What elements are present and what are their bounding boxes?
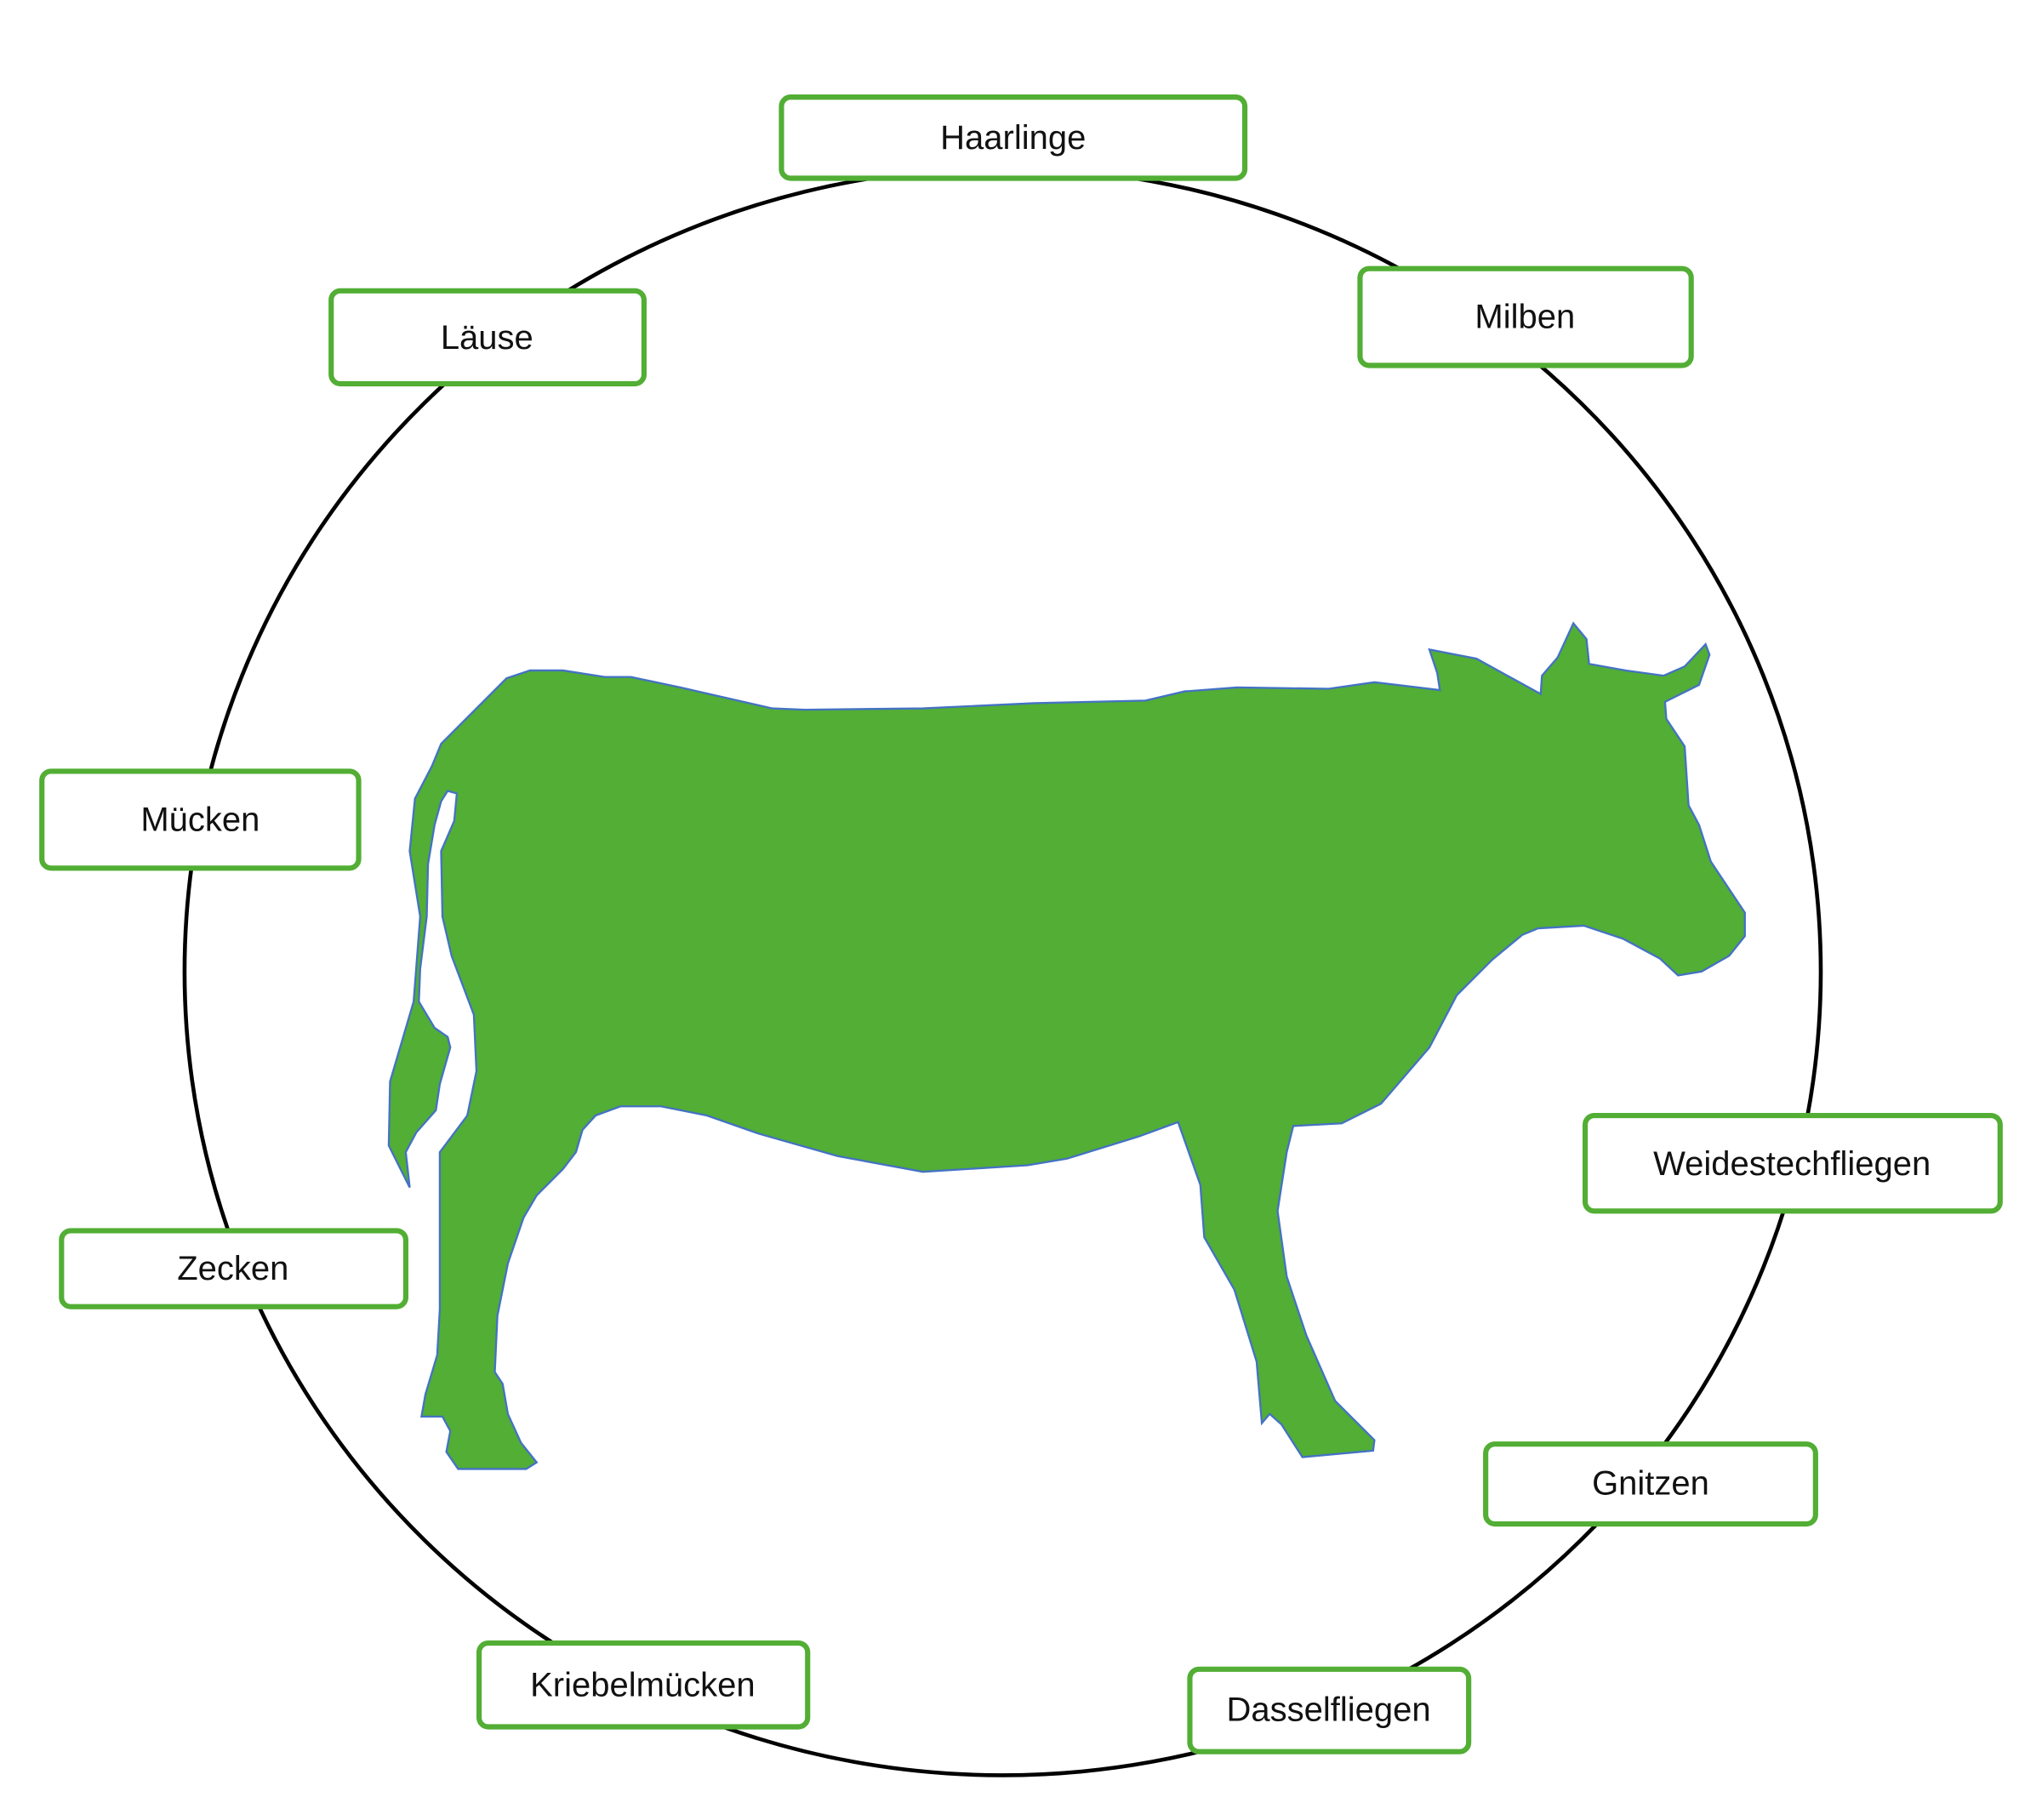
label-haarlinge-text: Haarlinge xyxy=(940,119,1086,157)
label-muecken: Mücken xyxy=(39,768,362,871)
label-muecken-text: Mücken xyxy=(140,801,260,838)
label-gnitzen: Gnitzen xyxy=(1483,1441,1818,1527)
label-weidestechfliegen: Weidestechfliegen xyxy=(1583,1112,2003,1214)
label-dasselfliegen: Dasselfliegen xyxy=(1187,1666,1472,1754)
cow-silhouette xyxy=(387,621,1746,1470)
label-kriebelmuecken: Kriebelmücken xyxy=(476,1640,811,1730)
label-dasselfliegen-text: Dasselfliegen xyxy=(1226,1691,1430,1728)
label-weidestechfliegen-text: Weidestechfliegen xyxy=(1653,1145,1931,1183)
label-milben-text: Milben xyxy=(1474,299,1575,336)
label-laeuse-text: Läuse xyxy=(441,319,533,357)
label-milben: Milben xyxy=(1357,265,1694,368)
label-gnitzen-text: Gnitzen xyxy=(1592,1464,1709,1502)
label-zecken: Zecken xyxy=(59,1228,408,1309)
label-laeuse: Läuse xyxy=(328,288,647,387)
label-haarlinge: Haarlinge xyxy=(779,94,1248,181)
label-kriebelmuecken-text: Kriebelmücken xyxy=(530,1666,756,1703)
label-zecken-text: Zecken xyxy=(177,1250,288,1287)
